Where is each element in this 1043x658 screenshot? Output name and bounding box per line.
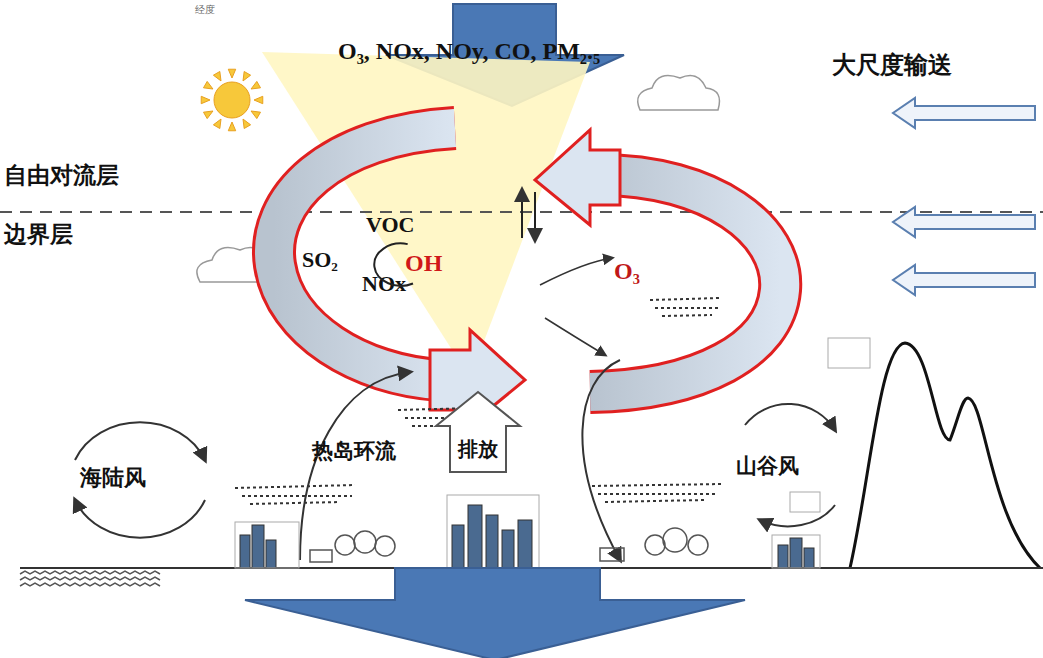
wind-label: 山谷风 <box>736 455 799 478</box>
ozone-label: O₃ <box>614 258 640 284</box>
layer-label: 边界层 <box>4 222 73 247</box>
layer-label: 自由对流层 <box>4 163 119 188</box>
oh-circle: OH <box>397 242 450 284</box>
pollutant-list: O₃, NOx, NOy, CO, PM₂.₅ <box>338 38 600 64</box>
circulation-label: 热岛环流 <box>312 440 396 463</box>
breeze-label: 海陆风 <box>80 466 146 490</box>
node-outline <box>446 392 510 472</box>
node-text: 排放 <box>458 438 498 460</box>
node-text: OH <box>405 250 442 276</box>
transport-label: 大尺度输送 <box>832 52 952 78</box>
axis-label: 经度 <box>195 4 215 15</box>
species-label: VOC <box>366 213 414 237</box>
emission-arrow: 排放 <box>446 392 510 472</box>
species-label: SO₂ <box>302 248 338 272</box>
species-label: NOx <box>362 272 406 296</box>
